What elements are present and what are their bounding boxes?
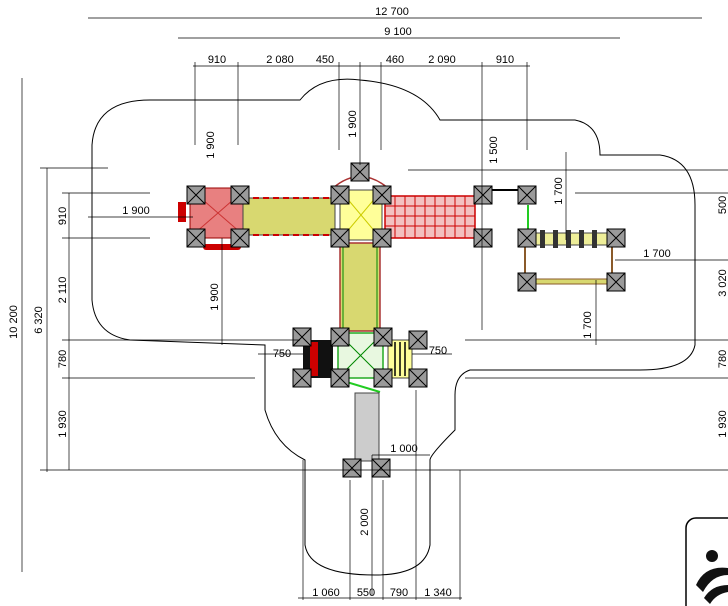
net-bridge — [384, 195, 476, 239]
dim-h-750-left: 750 — [273, 348, 291, 360]
dim-h-1000: 1 000 — [390, 443, 418, 455]
tower-post — [230, 228, 250, 248]
left-bridge — [242, 197, 336, 236]
tower-post — [408, 368, 428, 388]
dim-right-seg-2: 3 020 — [717, 269, 728, 297]
tower-post — [186, 185, 206, 205]
tower-post — [517, 228, 537, 248]
dim-v-1900-center: 1 900 — [347, 110, 359, 138]
dim-bottom-seg-2: 550 — [357, 587, 375, 599]
ladder-beam — [534, 232, 611, 246]
dim-top-seg-2: 2 080 — [266, 54, 294, 66]
tower-post — [230, 185, 250, 205]
tower-post — [292, 327, 312, 347]
dim-h-750-right: 750 — [429, 345, 447, 357]
tower-post — [372, 228, 392, 248]
tower-post — [371, 458, 391, 478]
tower-post — [606, 228, 626, 248]
dim-top-total: 12 700 — [375, 6, 409, 18]
tower-post — [330, 368, 350, 388]
tower-post — [330, 185, 350, 205]
tower-post — [342, 458, 362, 478]
dim-top-seg-5: 2 090 — [428, 54, 456, 66]
tower-post — [372, 185, 392, 205]
tower-post — [292, 368, 312, 388]
dim-bottom-seg-3: 790 — [390, 587, 408, 599]
dimension-labels: 12 700 9 100 910 2 080 450 460 2 090 910… — [8, 6, 728, 599]
tower-post — [473, 228, 493, 248]
dim-left-total: 10 200 — [8, 305, 20, 339]
tower-post — [373, 368, 393, 388]
tower-post — [350, 162, 370, 182]
tower-post — [186, 228, 206, 248]
dim-left-second: 6 320 — [33, 306, 45, 334]
dim-bottom-seg-4: 1 340 — [424, 587, 452, 599]
tower-posts — [186, 162, 626, 478]
dim-top-seg-1: 910 — [208, 54, 226, 66]
dim-v-2000: 2 000 — [359, 508, 371, 536]
dim-h-1900-left: 1 900 — [122, 205, 150, 217]
dim-v-1900-left: 1 900 — [209, 283, 221, 311]
equipment-structure — [178, 175, 613, 462]
dim-v-1500: 1 500 — [488, 136, 500, 164]
tower-post — [606, 272, 626, 292]
dim-right-seg-3: 780 — [717, 350, 728, 368]
dim-top-seg-3: 450 — [316, 54, 334, 66]
dim-bottom-seg-1: 1 060 — [312, 587, 340, 599]
safety-zone-outline — [91, 78, 696, 576]
dimension-lines — [21, 17, 728, 600]
dim-h-1700-right: 1 700 — [643, 248, 671, 260]
tower-post — [517, 185, 537, 205]
tower-post — [330, 327, 350, 347]
dim-left-seg-1: 910 — [57, 207, 69, 225]
dim-top-seg-6: 910 — [496, 54, 514, 66]
tower-post — [373, 327, 393, 347]
dim-top-second: 9 100 — [384, 26, 412, 38]
vertical-bridge — [339, 242, 381, 332]
dim-right-seg-1: 500 — [717, 196, 728, 214]
manufacturer-logo — [685, 517, 728, 606]
dim-top-seg-4: 460 — [386, 54, 404, 66]
tower-post — [330, 228, 350, 248]
slide — [354, 392, 380, 462]
tower-post — [473, 185, 493, 205]
tower-post — [517, 272, 537, 292]
dim-v-1900-top: 1 900 — [205, 131, 217, 159]
dim-right-seg-4: 1 930 — [717, 410, 728, 438]
dim-left-seg-2: 2 110 — [57, 277, 69, 304]
dim-left-seg-4: 1 930 — [57, 410, 69, 438]
dim-left-seg-3: 780 — [57, 350, 69, 368]
tower-post — [408, 330, 428, 350]
dim-v-1700-lower: 1 700 — [582, 311, 594, 339]
dim-v-1700-upper: 1 700 — [553, 177, 565, 205]
